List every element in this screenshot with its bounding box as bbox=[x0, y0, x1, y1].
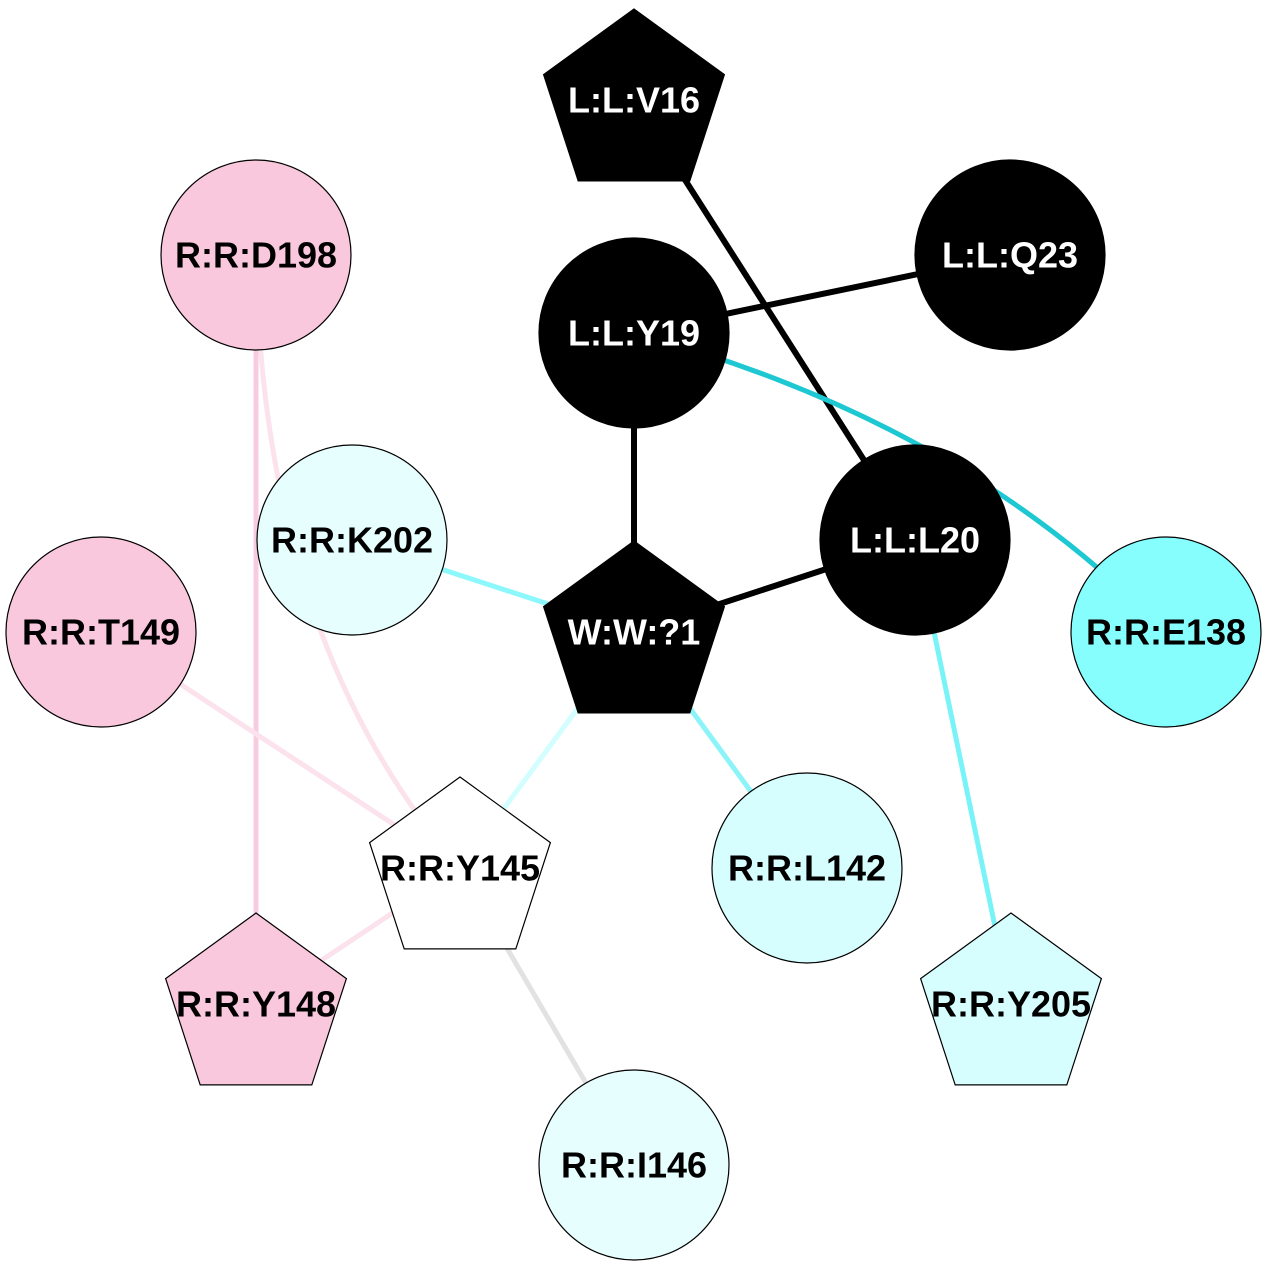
node-label: R:R:E138 bbox=[1086, 612, 1246, 653]
node-circle-shape bbox=[914, 159, 1106, 351]
node-circle-shape bbox=[256, 444, 448, 636]
node-ri146[interactable]: R:R:I146 bbox=[538, 1069, 730, 1261]
node-label: L:L:V16 bbox=[568, 80, 700, 121]
node-label: L:L:Q23 bbox=[942, 235, 1078, 276]
node-ll20[interactable]: L:L:L20 bbox=[819, 444, 1011, 636]
node-label: L:L:L20 bbox=[850, 520, 980, 561]
node-label: R:R:T149 bbox=[22, 612, 180, 653]
node-ww1[interactable]: W:W:?1 bbox=[542, 540, 726, 714]
node-rk202[interactable]: R:R:K202 bbox=[256, 444, 448, 636]
node-circle-shape bbox=[538, 1069, 730, 1261]
node-label: R:R:D198 bbox=[175, 235, 337, 276]
node-rd198[interactable]: R:R:D198 bbox=[160, 159, 352, 351]
node-label: R:R:Y205 bbox=[931, 984, 1091, 1025]
node-circle-shape bbox=[160, 159, 352, 351]
node-label: L:L:Y19 bbox=[568, 313, 700, 354]
node-circle-shape bbox=[538, 237, 730, 429]
node-label: W:W:?1 bbox=[568, 612, 701, 653]
node-label: R:R:L142 bbox=[728, 848, 886, 889]
node-circle-shape bbox=[5, 536, 197, 728]
node-ry205[interactable]: R:R:Y205 bbox=[919, 912, 1103, 1086]
node-circle-shape bbox=[819, 444, 1011, 636]
node-pentagon-shape bbox=[542, 540, 726, 714]
node-label: R:R:K202 bbox=[271, 520, 433, 561]
node-pentagon-shape bbox=[164, 912, 348, 1086]
node-ry148[interactable]: R:R:Y148 bbox=[164, 912, 348, 1086]
node-pentagon-shape bbox=[368, 776, 552, 950]
node-label: R:R:Y148 bbox=[176, 984, 336, 1025]
node-label: R:R:Y145 bbox=[380, 848, 540, 889]
node-pentagon-shape bbox=[919, 912, 1103, 1086]
node-label: R:R:I146 bbox=[561, 1145, 707, 1186]
node-rl142[interactable]: R:R:L142 bbox=[711, 772, 903, 964]
node-lq23[interactable]: L:L:Q23 bbox=[914, 159, 1106, 351]
node-ly19[interactable]: L:L:Y19 bbox=[538, 237, 730, 429]
node-ry145[interactable]: R:R:Y145 bbox=[368, 776, 552, 950]
node-lv16[interactable]: L:L:V16 bbox=[542, 8, 726, 182]
node-re138[interactable]: R:R:E138 bbox=[1070, 536, 1262, 728]
node-pentagon-shape bbox=[542, 8, 726, 182]
node-circle-shape bbox=[711, 772, 903, 964]
node-rt149[interactable]: R:R:T149 bbox=[5, 536, 197, 728]
node-circle-shape bbox=[1070, 536, 1262, 728]
